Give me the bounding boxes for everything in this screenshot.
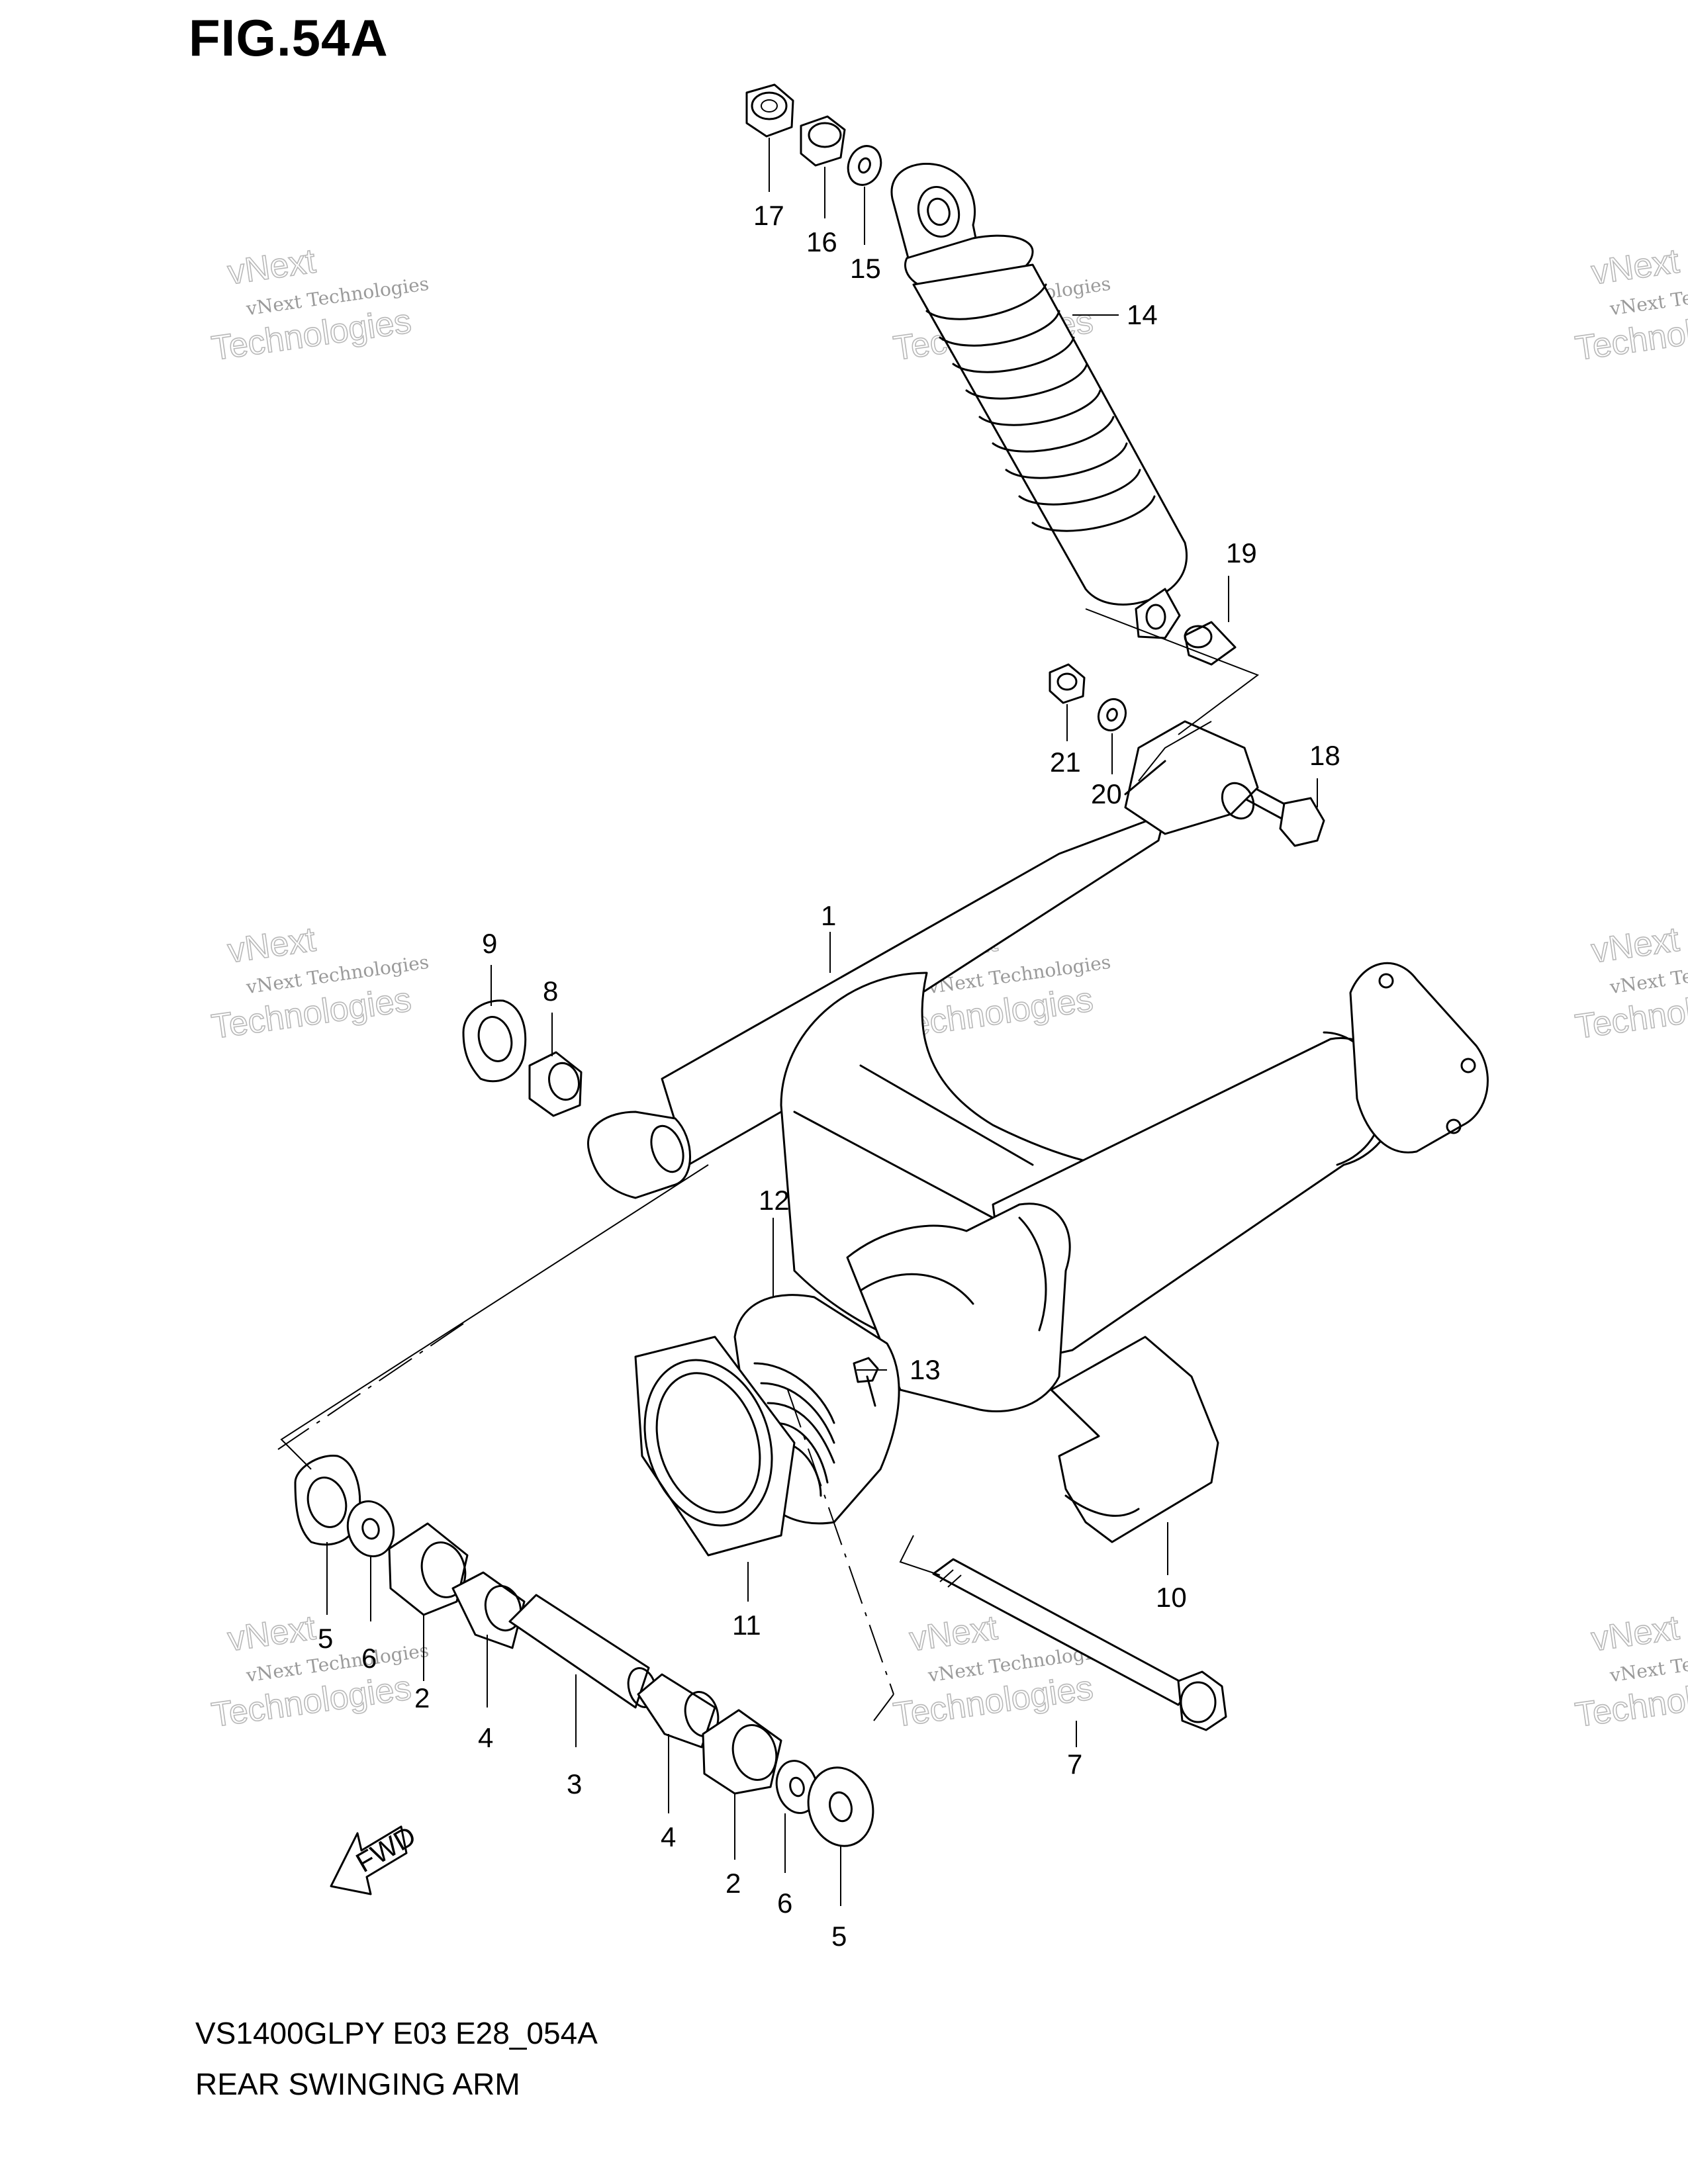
part-3-pivot-spacer	[508, 1594, 657, 1709]
watermark: vNext vNext Technologies Technologies	[209, 1608, 430, 1735]
watermark: vNext vNext Technologies Technologies	[209, 242, 430, 369]
callout-labels: 17 16 15 14 19 21 20 18 1 9 8 12 13 10 1…	[318, 200, 1340, 1952]
svg-text:vNext: vNext	[1589, 242, 1681, 292]
callout-18: 18	[1309, 740, 1340, 771]
svg-text:Technologies: Technologies	[209, 980, 414, 1046]
callout-1: 1	[821, 900, 836, 931]
callout-10: 10	[1156, 1582, 1187, 1613]
callout-4b: 4	[661, 1821, 676, 1852]
leader-lines	[326, 138, 1318, 1906]
callout-9: 9	[482, 928, 497, 959]
part-21-nut	[1049, 663, 1086, 704]
svg-text:vNext: vNext	[225, 920, 318, 970]
part-5-dust-seal-left	[294, 1455, 361, 1546]
svg-text:vNext: vNext	[225, 242, 318, 292]
callout-4a: 4	[478, 1722, 493, 1753]
watermark-group: vNext vNext Technologies Technologies vN…	[209, 242, 1688, 1735]
watermark: vNext vNext Technologies Technologies	[209, 920, 430, 1047]
callout-7: 7	[1067, 1749, 1082, 1780]
part-6-washer-right	[775, 1760, 819, 1814]
callout-17: 17	[753, 200, 784, 231]
callout-20: 20	[1091, 778, 1122, 809]
watermark: vNext vNext Technologies Technologies	[890, 1608, 1112, 1735]
watermark: vNext vNext Technologies Technologies	[1572, 920, 1688, 1047]
part-19-collar	[1184, 621, 1237, 666]
section-name: REAR SWINGING ARM	[195, 2067, 520, 2101]
callout-5a: 5	[318, 1623, 333, 1654]
svg-text:Technologies: Technologies	[209, 302, 414, 368]
callout-21: 21	[1050, 747, 1081, 778]
callout-2a: 2	[414, 1682, 430, 1713]
watermark: vNext vNext Technologies Technologies	[1572, 1608, 1688, 1735]
part-14-shock-absorber	[890, 162, 1188, 639]
part-2-bearing-left	[388, 1522, 469, 1616]
callout-14: 14	[1127, 299, 1158, 330]
part-17-nut	[745, 83, 794, 138]
watermark: vNext vNext Technologies Technologies	[1572, 242, 1688, 369]
svg-text:vNext: vNext	[1589, 1608, 1681, 1659]
callout-11: 11	[732, 1610, 761, 1641]
part-15-washer	[847, 145, 882, 186]
part-2-bearing-right	[702, 1709, 782, 1795]
part-20-washer	[1097, 698, 1127, 732]
part-11-dust-seal	[634, 1336, 796, 1557]
part-10-cover	[1050, 1336, 1219, 1543]
callout-6b: 6	[777, 1888, 792, 1919]
svg-text:vNext: vNext	[907, 1608, 1000, 1659]
svg-text:Technologies: Technologies	[891, 1668, 1096, 1735]
callout-8: 8	[543, 976, 558, 1007]
fwd-arrow-icon: FWD	[330, 1820, 421, 1895]
part-6-washer-left	[346, 1500, 395, 1558]
part-8-collar	[528, 1051, 583, 1117]
callout-15: 15	[850, 253, 881, 284]
callout-19: 19	[1226, 537, 1257, 569]
svg-text:vNext: vNext	[225, 1608, 318, 1659]
part-7-pivot-bolt	[932, 1558, 1227, 1731]
figure-title: FIG.54A	[189, 9, 389, 67]
part-4-spacer-left	[451, 1571, 526, 1649]
svg-text:Technologies: Technologies	[209, 1668, 414, 1735]
callout-2b: 2	[726, 1868, 741, 1899]
part-1-swing-arm	[587, 720, 1489, 1413]
svg-text:FWD: FWD	[351, 1820, 421, 1879]
callout-16: 16	[806, 226, 837, 257]
callout-6a: 6	[361, 1643, 377, 1674]
svg-text:vNext: vNext	[1589, 920, 1681, 970]
callout-12: 12	[759, 1185, 790, 1216]
part-9-nut	[462, 999, 527, 1083]
model-code: VS1400GLPY E03 E28_054A	[195, 2016, 598, 2050]
part-5-dust-seal-right	[807, 1766, 874, 1847]
callout-13: 13	[910, 1354, 941, 1385]
part-16-nut	[800, 115, 846, 167]
assembly-lines	[277, 608, 1260, 1721]
callout-3: 3	[567, 1768, 582, 1799]
callout-5b: 5	[831, 1921, 847, 1952]
